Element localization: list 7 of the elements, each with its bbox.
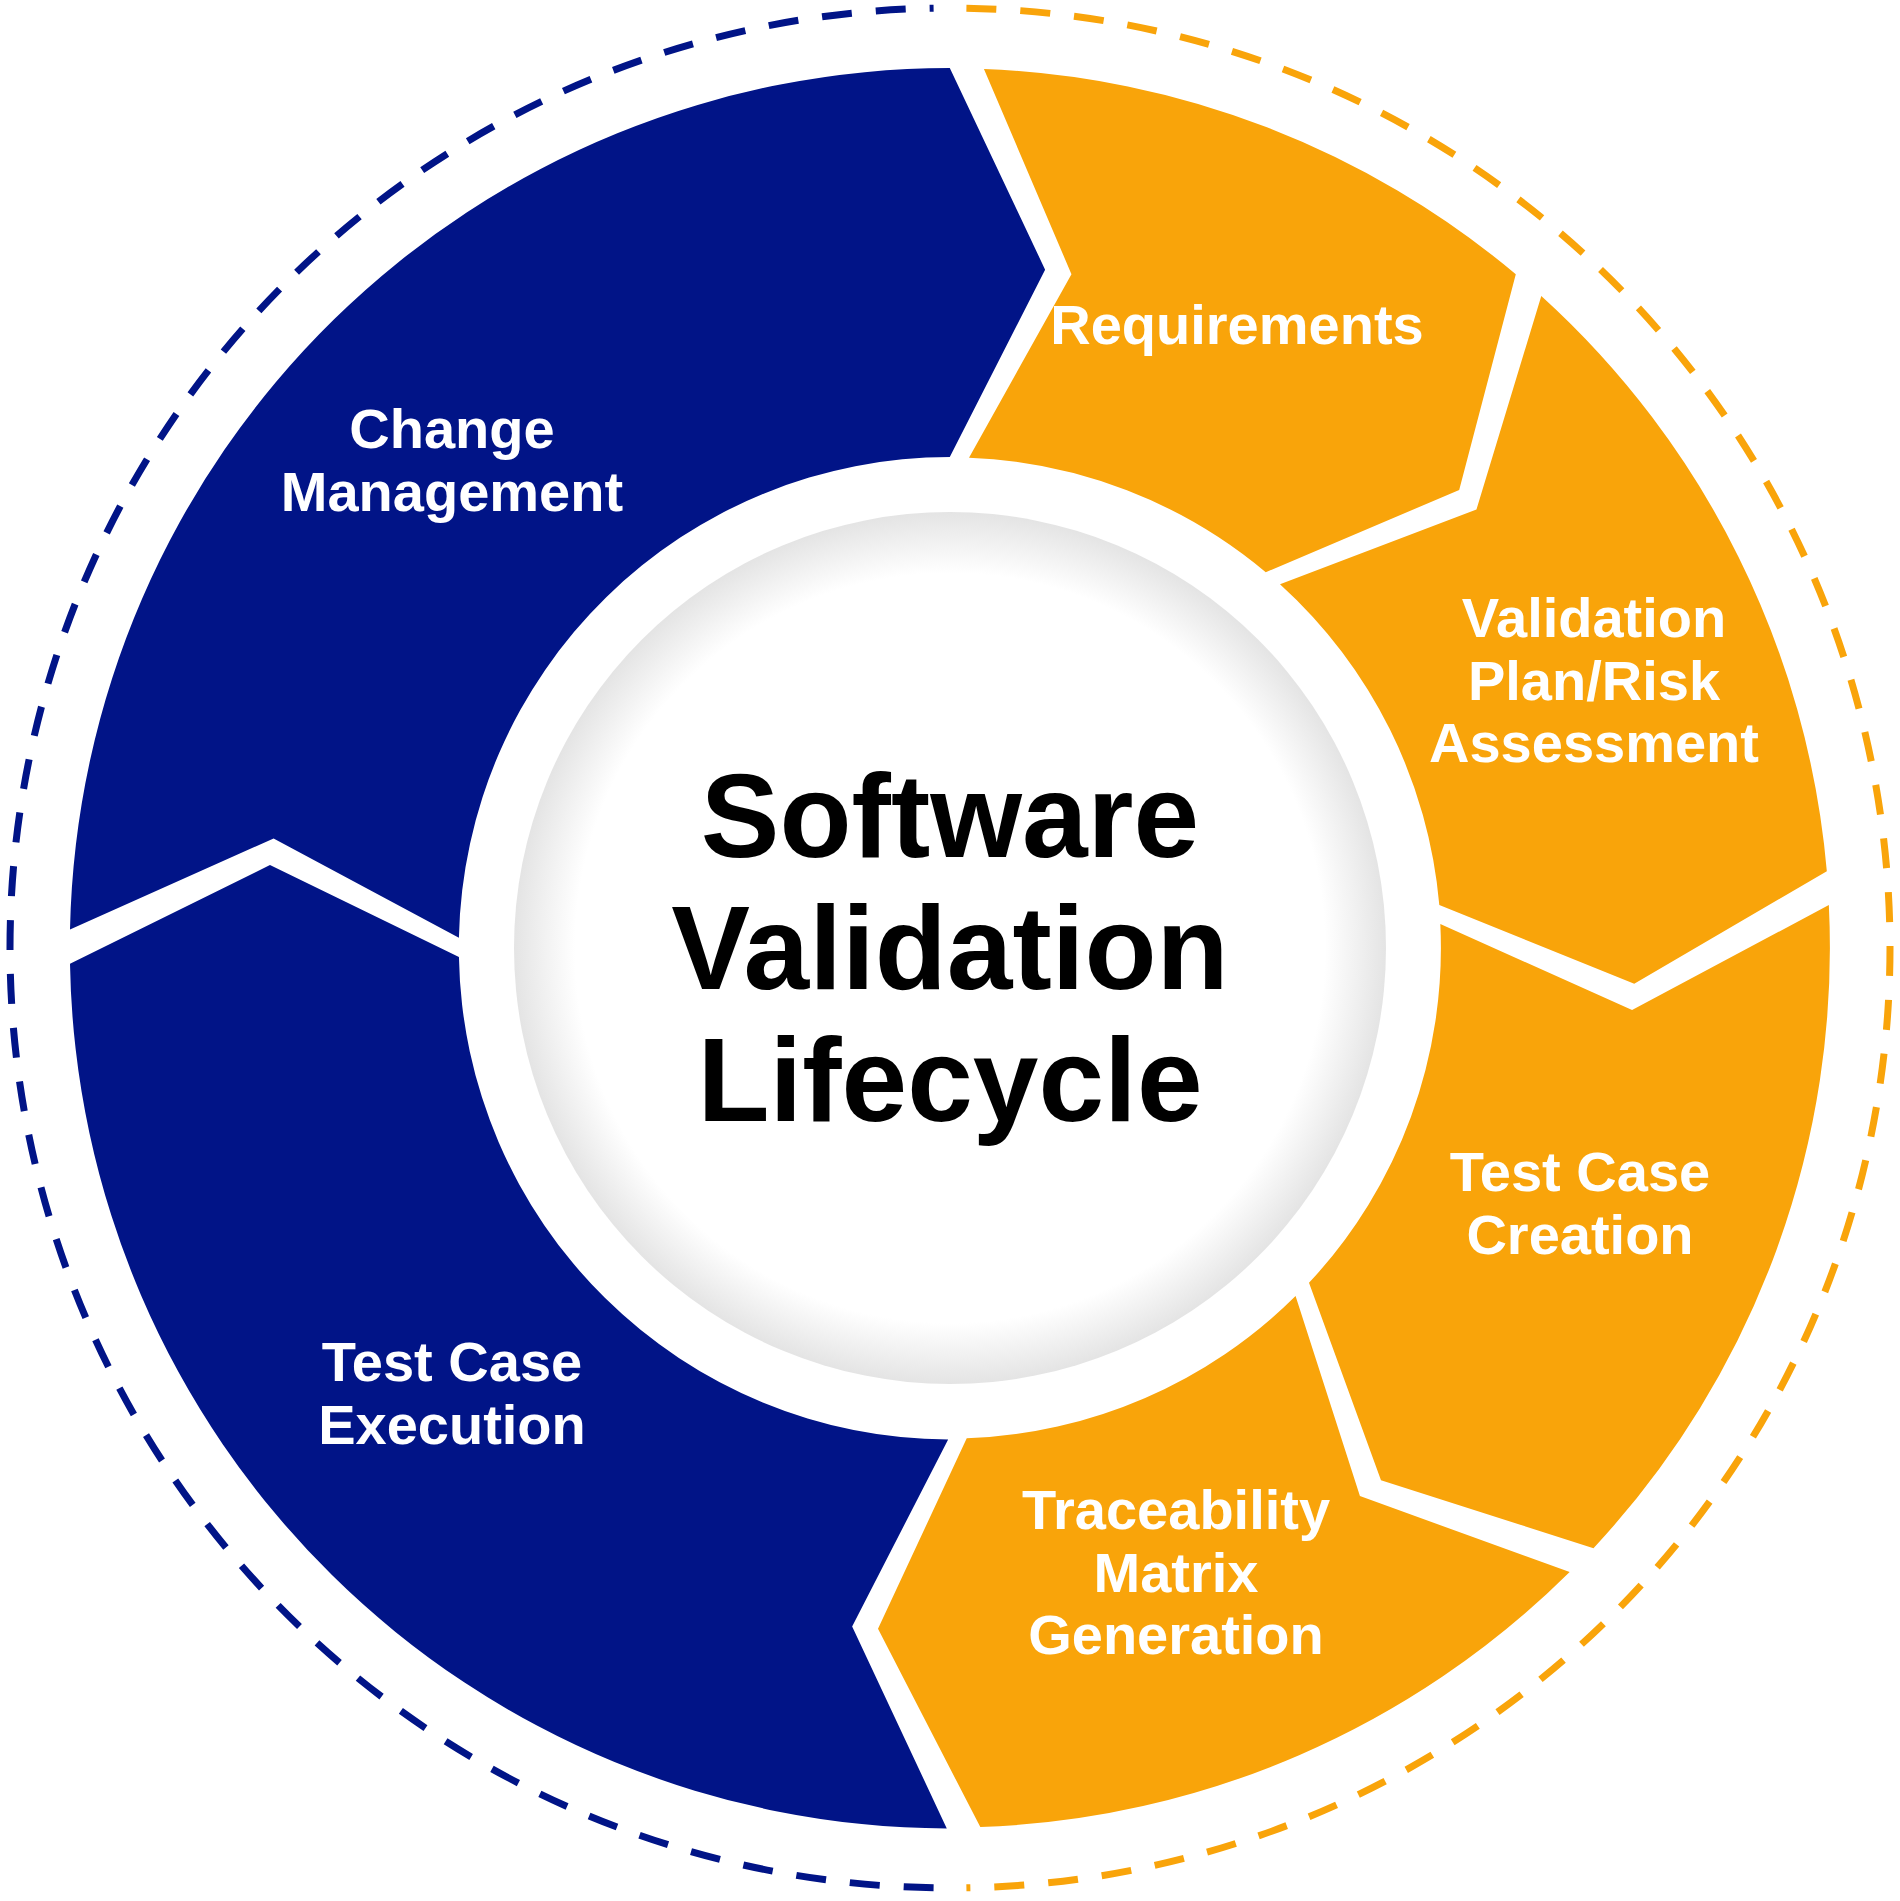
segment-label: Change Management bbox=[279, 398, 625, 524]
segment-label: Test Case Execution bbox=[317, 1331, 587, 1457]
center-title: Software Validation Lifecycle bbox=[670, 749, 1230, 1147]
segment-label: Traceability Matrix Generation bbox=[1020, 1478, 1332, 1668]
segment-label: Requirements bbox=[1049, 293, 1425, 357]
segment-label: Test Case Creation bbox=[1448, 1141, 1712, 1267]
segment-label: Validation Plan/Risk Assessment bbox=[1428, 586, 1760, 776]
